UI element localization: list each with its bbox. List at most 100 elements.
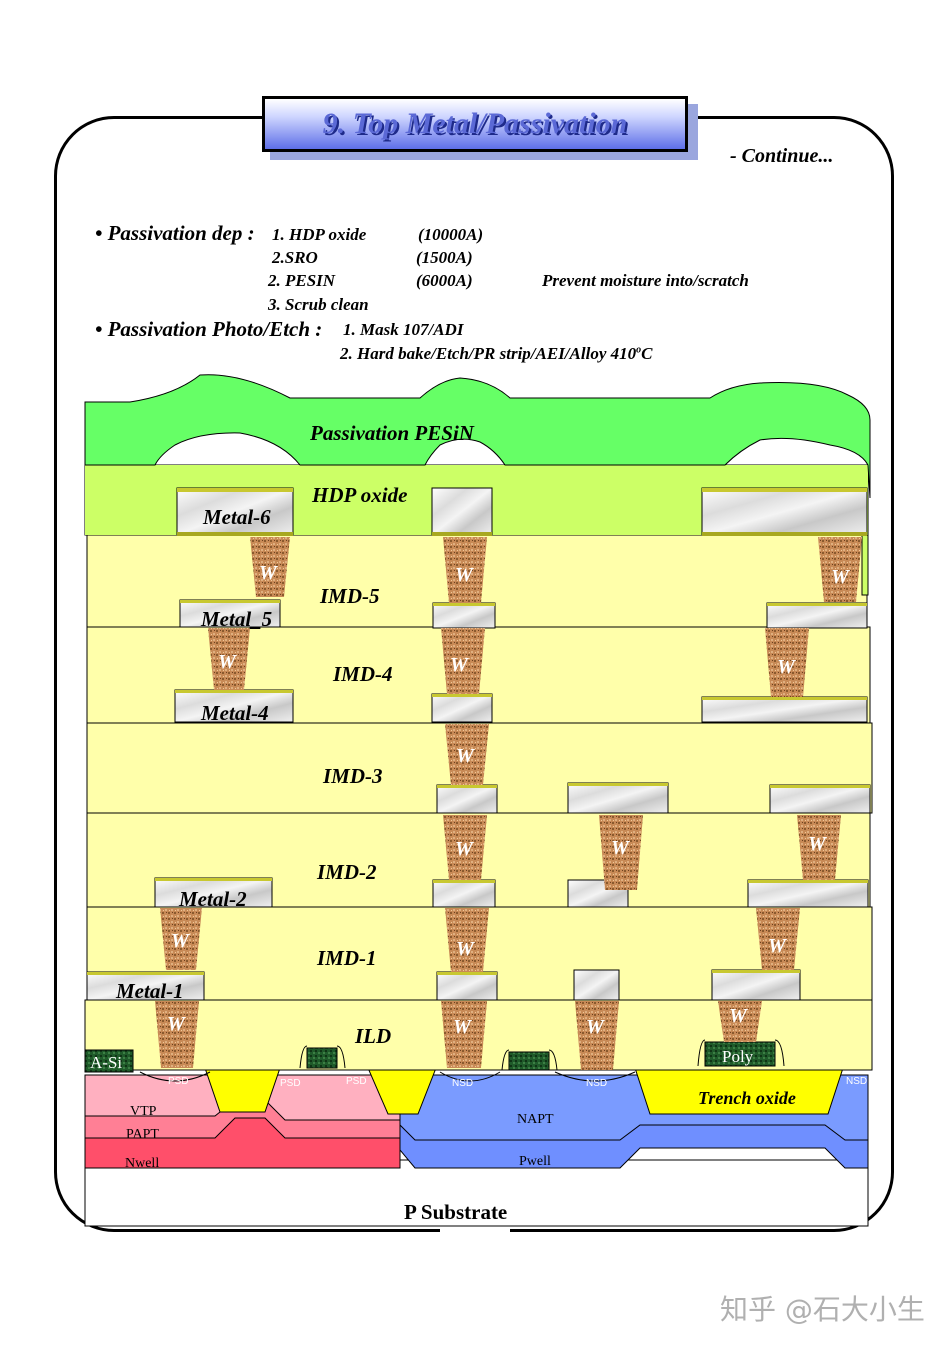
asi-block [84, 1049, 134, 1073]
nsd-label: NSD [452, 1078, 473, 1089]
gate-spacer [501, 1049, 558, 1071]
pwell-label: Pwell [519, 1154, 551, 1169]
via-plug [441, 1001, 487, 1068]
title-box: 9. Top Metal/Passivation [262, 96, 688, 152]
via-label: W [831, 566, 850, 588]
metal1-line [436, 971, 498, 1001]
nsd-label: NSD [846, 1076, 867, 1087]
passivation-label: Passivation PESiN [309, 421, 475, 445]
metal4-line [431, 693, 493, 723]
via-plug [250, 537, 290, 597]
step-pesin: 2. PESIN [268, 271, 336, 290]
poly-gate [306, 1047, 338, 1069]
passivation-dep-heading: • Passivation dep : [95, 221, 255, 245]
hdp-oxide-label: HDP oxide [311, 483, 407, 507]
via-plug [155, 1001, 199, 1068]
via-label: W [611, 837, 630, 859]
metal2-line [154, 877, 273, 908]
imd4-label: IMD-4 [332, 662, 393, 686]
via-label: W [455, 838, 474, 860]
step-hdp-oxide-thickness: (10000A) [418, 225, 484, 244]
metal1-line [573, 969, 620, 1001]
ild-label: ILD [354, 1024, 391, 1048]
step-pesin-note: Prevent moisture into/scratch [542, 271, 749, 290]
nsd-bump [554, 1071, 636, 1082]
psd-label: PSD [346, 1076, 367, 1087]
asi-label: A-Si [90, 1053, 122, 1072]
via-plug [756, 908, 800, 970]
step-mask: 1. Mask 107/ADI [343, 320, 464, 339]
metal5-line [432, 602, 496, 629]
metal3-line [567, 782, 669, 814]
metal-lines [86, 487, 871, 1001]
vtp-label: VTP [130, 1104, 157, 1119]
nsd-bump [439, 1071, 501, 1082]
metal4-line [174, 689, 294, 723]
via-label: W [171, 930, 190, 952]
metal1-label: Metal-1 [115, 979, 184, 1003]
via-plug [441, 628, 485, 694]
substrate-label: P Substrate [404, 1200, 507, 1224]
substrate-region [84, 1159, 869, 1227]
watermark: 知乎 @石大小生 [720, 1293, 925, 1326]
via-label: W [453, 1016, 472, 1038]
poly-label: Poly [722, 1047, 754, 1066]
continue-label: - Continue... [730, 145, 834, 167]
metal4-line [701, 696, 868, 723]
metal4-label: Metal-4 [200, 701, 269, 725]
page-title: 9. Top Metal/Passivation [322, 107, 628, 140]
via-plug [445, 908, 489, 972]
metal5-line [766, 602, 868, 629]
via-plug [599, 815, 643, 890]
via-plug [797, 815, 841, 880]
psd-label: PSD [280, 1078, 301, 1089]
metal6-label: Metal-6 [202, 505, 271, 529]
poly-block [704, 1041, 776, 1067]
poly-gate [508, 1051, 550, 1071]
via-label: W [456, 745, 475, 767]
step-hard-bake-unit: C [641, 344, 653, 363]
passivation-layer [84, 374, 871, 499]
metal2-line [432, 879, 496, 908]
via-label: W [456, 938, 475, 960]
metal1-line [86, 971, 205, 1001]
via-plug [160, 908, 202, 970]
via-plug [443, 537, 487, 603]
step-hdp-oxide: 1. HDP oxide [272, 225, 367, 244]
imd5-label: IMD-5 [319, 584, 380, 608]
via-label: W [777, 656, 796, 678]
via-label: W [586, 1016, 605, 1038]
metal5-label: Metal_5 [200, 607, 272, 631]
via-plug [718, 1001, 762, 1042]
psd-label: PSD [168, 1076, 189, 1087]
tungsten-vias [155, 537, 862, 1070]
metal6-line [431, 487, 493, 536]
gate-spacer [299, 1045, 346, 1069]
via-plug [765, 628, 809, 697]
step-sro-thickness: (1500A) [416, 248, 473, 267]
psd-bump [139, 1071, 211, 1082]
degree-sup: o [636, 344, 642, 356]
metal6-line [701, 487, 868, 536]
nsd-label: NSD [586, 1078, 607, 1089]
imd3-label: IMD-3 [322, 764, 383, 788]
via-label: W [768, 935, 787, 957]
napt-label: NAPT [517, 1112, 554, 1127]
passivation-photo-heading: • Passivation Photo/Etch : [95, 317, 323, 341]
metal6-line [176, 487, 294, 536]
trench-oxide-label: Trench oxide [698, 1088, 796, 1108]
via-label: W [218, 651, 237, 673]
via-label: W [455, 564, 474, 586]
imd2-label: IMD-2 [316, 860, 377, 884]
via-plug [443, 815, 487, 880]
metal2-label: Metal-2 [178, 887, 247, 911]
metal3-line [436, 784, 498, 814]
step-hard-bake-text: 2. Hard bake/Etch/PR strip/AEI/Alloy 410 [340, 344, 637, 363]
via-plug [818, 537, 862, 602]
step-scrub-clean: 3. Scrub clean [268, 295, 369, 314]
via-label: W [450, 654, 469, 676]
metal2-line [747, 879, 869, 908]
metal5-line [179, 599, 281, 628]
nwell-label: Nwell [125, 1156, 159, 1171]
imd1-label: IMD-1 [316, 946, 377, 970]
